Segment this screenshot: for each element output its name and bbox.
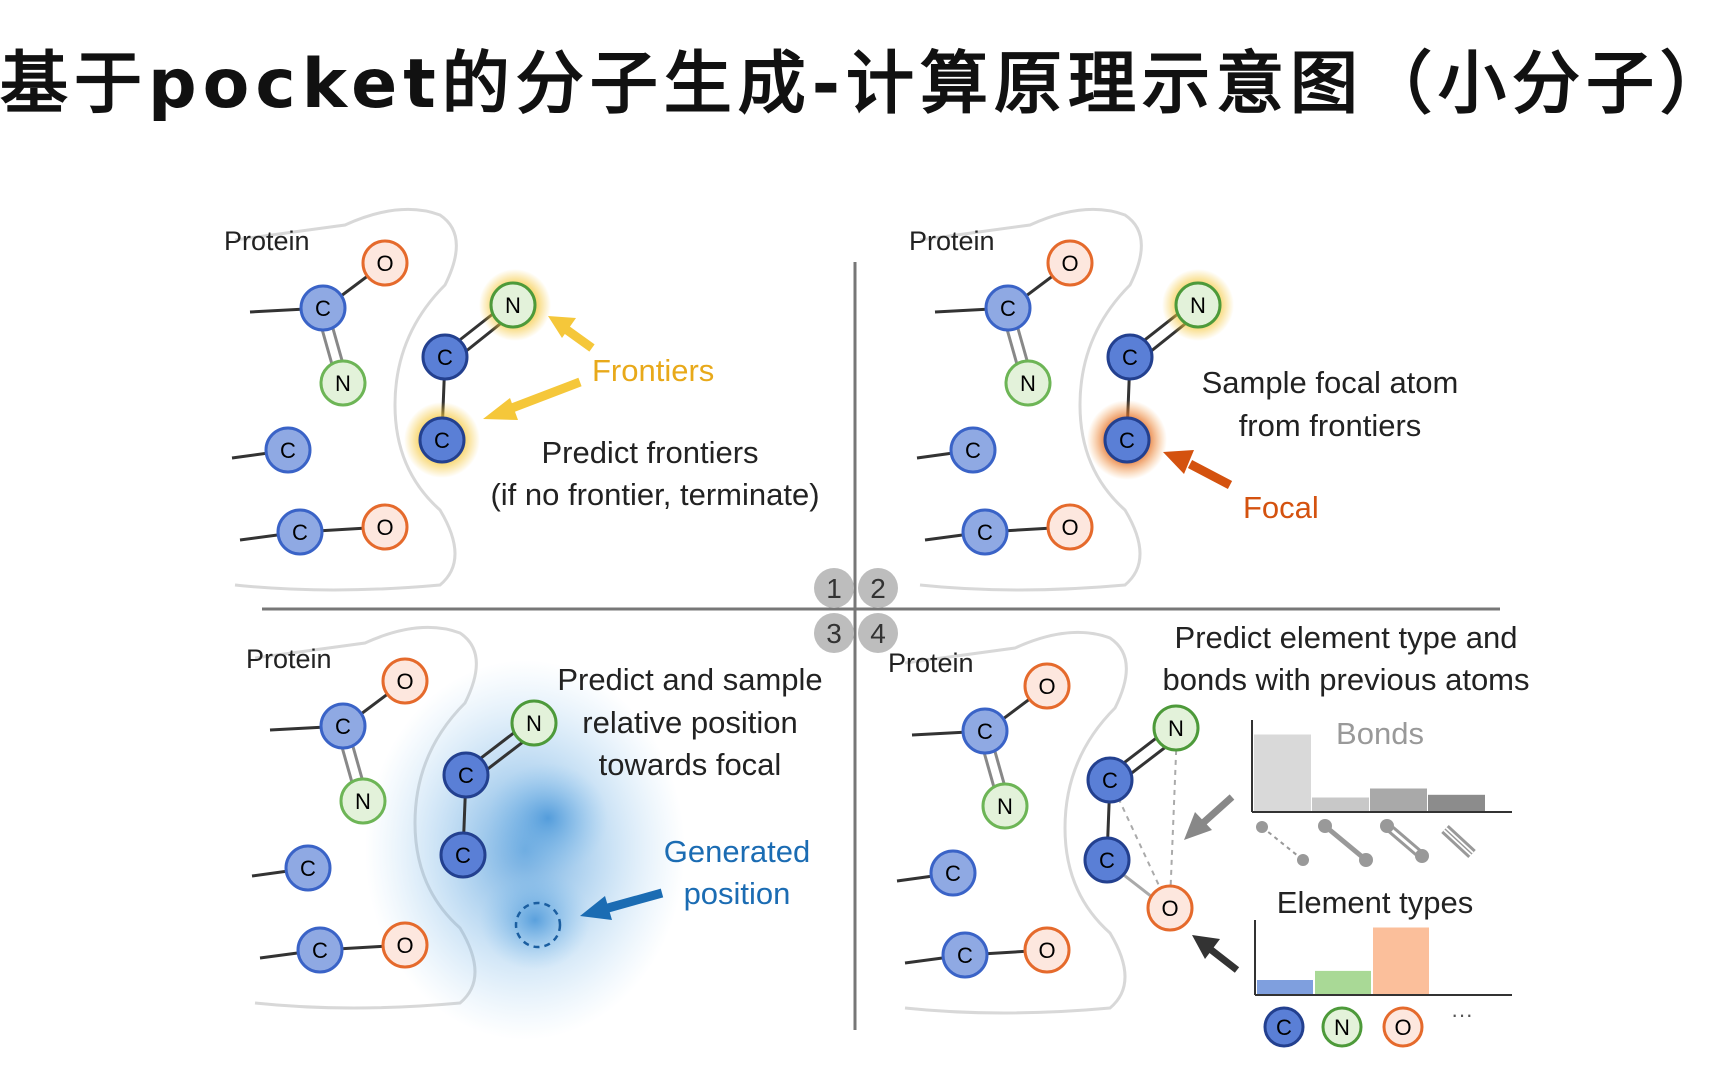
q4-caption-line1: Predict element type and — [1175, 620, 1518, 655]
focal-label: Focal — [1243, 490, 1319, 525]
element-types-label: Element types — [1277, 885, 1473, 920]
element-O-bar — [1373, 927, 1429, 994]
oxygen-atom: O — [376, 251, 393, 276]
quadrant-3: Protein O C N C C O N C C Predict and sa… — [246, 625, 823, 1040]
quadrant-4: Protein O C N C C O N C C O Predict — [888, 620, 1530, 1048]
frontiers-label: Frontiers — [592, 353, 714, 388]
q2-caption-line2: from frontiers — [1239, 408, 1422, 443]
oxygen-atom: O — [1161, 896, 1178, 921]
q3-caption-line2: relative position — [582, 705, 797, 740]
nitrogen-atom: N — [355, 789, 371, 814]
bonds-double-bar — [1370, 788, 1427, 811]
generated-label-line2: position — [684, 876, 791, 911]
oxygen-atom: O — [396, 933, 413, 958]
oxygen-atom: O — [376, 515, 393, 540]
carbon-atom: C — [300, 856, 316, 881]
oxygen-atom: O — [1394, 1015, 1411, 1040]
badge-3: 3 — [826, 618, 842, 649]
nitrogen-atom: N — [526, 711, 542, 736]
oxygen-atom: O — [1061, 515, 1078, 540]
element-C-bar — [1257, 980, 1313, 994]
carbon-atom: C — [437, 345, 453, 370]
oxygen-atom: O — [396, 669, 413, 694]
carbon-atom: C — [280, 438, 296, 463]
protein-label: Protein — [888, 648, 974, 678]
carbon-atom: C — [957, 943, 973, 968]
generated-label-line1: Generated — [664, 834, 811, 869]
carbon-atom: C — [977, 520, 993, 545]
q3-caption-line1: Predict and sample — [557, 662, 822, 697]
carbon-atom: C — [312, 938, 328, 963]
ellipsis: ··· — [1451, 1002, 1473, 1027]
carbon-atom: C — [455, 843, 471, 868]
carbon-atom: C — [335, 714, 351, 739]
page-title: 基于pocket的分子生成-计算原理示意图（小分子） — [0, 45, 1730, 124]
quadrant-badges: 1 2 3 4 — [814, 568, 898, 653]
bonds-none-bar — [1254, 734, 1311, 811]
generated-position-marker — [514, 901, 562, 949]
carbon-atom: C — [965, 438, 981, 463]
carbon-atom: C — [1276, 1015, 1292, 1040]
q1-caption-line2: (if no frontier, terminate) — [490, 477, 819, 512]
element-types-chart: Element types C N O ··· — [1254, 885, 1512, 1048]
carbon-atom: C — [458, 763, 474, 788]
nitrogen-atom: N — [505, 293, 521, 318]
element-N-bar — [1315, 970, 1371, 994]
badge-2: 2 — [870, 573, 886, 604]
carbon-atom: C — [1102, 768, 1118, 793]
oxygen-atom: O — [1038, 938, 1055, 963]
bonds-single-bar — [1312, 797, 1369, 811]
q2-caption-line1: Sample focal atom — [1202, 365, 1459, 400]
q1-caption-line1: Predict frontiers — [541, 435, 758, 470]
carbon-atom: C — [1122, 345, 1138, 370]
carbon-atom: C — [1119, 428, 1135, 453]
carbon-atom: C — [1099, 848, 1115, 873]
badge-4: 4 — [870, 618, 886, 649]
badge-1: 1 — [826, 573, 842, 604]
bonds-triple-bar — [1428, 794, 1485, 811]
carbon-atom: C — [315, 296, 331, 321]
quadrant-2: Protein O C N C C O N C C Sample focal a… — [909, 207, 1459, 592]
nitrogen-atom: N — [997, 794, 1013, 819]
carbon-atom: C — [292, 520, 308, 545]
nitrogen-atom: N — [335, 371, 351, 396]
quadrant-1: Protein O C N C C O N C C Frontie — [224, 207, 820, 592]
bonds-chart: Bonds — [1251, 716, 1512, 867]
q3-caption-line3: towards focal — [599, 747, 782, 782]
protein-label: Protein — [246, 644, 332, 674]
protein-label: Protein — [224, 226, 310, 256]
carbon-atom: C — [945, 861, 961, 886]
bonds-label: Bonds — [1336, 716, 1424, 751]
carbon-atom: C — [977, 719, 993, 744]
nitrogen-atom: N — [1020, 371, 1036, 396]
oxygen-atom: O — [1038, 674, 1055, 699]
oxygen-atom: O — [1061, 251, 1078, 276]
carbon-atom: C — [434, 428, 450, 453]
nitrogen-atom: N — [1168, 716, 1184, 741]
carbon-atom: C — [1000, 296, 1016, 321]
nitrogen-atom: N — [1334, 1015, 1350, 1040]
q4-caption-line2: bonds with previous atoms — [1162, 662, 1529, 697]
nitrogen-atom: N — [1190, 293, 1206, 318]
protein-label: Protein — [909, 226, 995, 256]
bond-type-icons — [1256, 819, 1476, 867]
